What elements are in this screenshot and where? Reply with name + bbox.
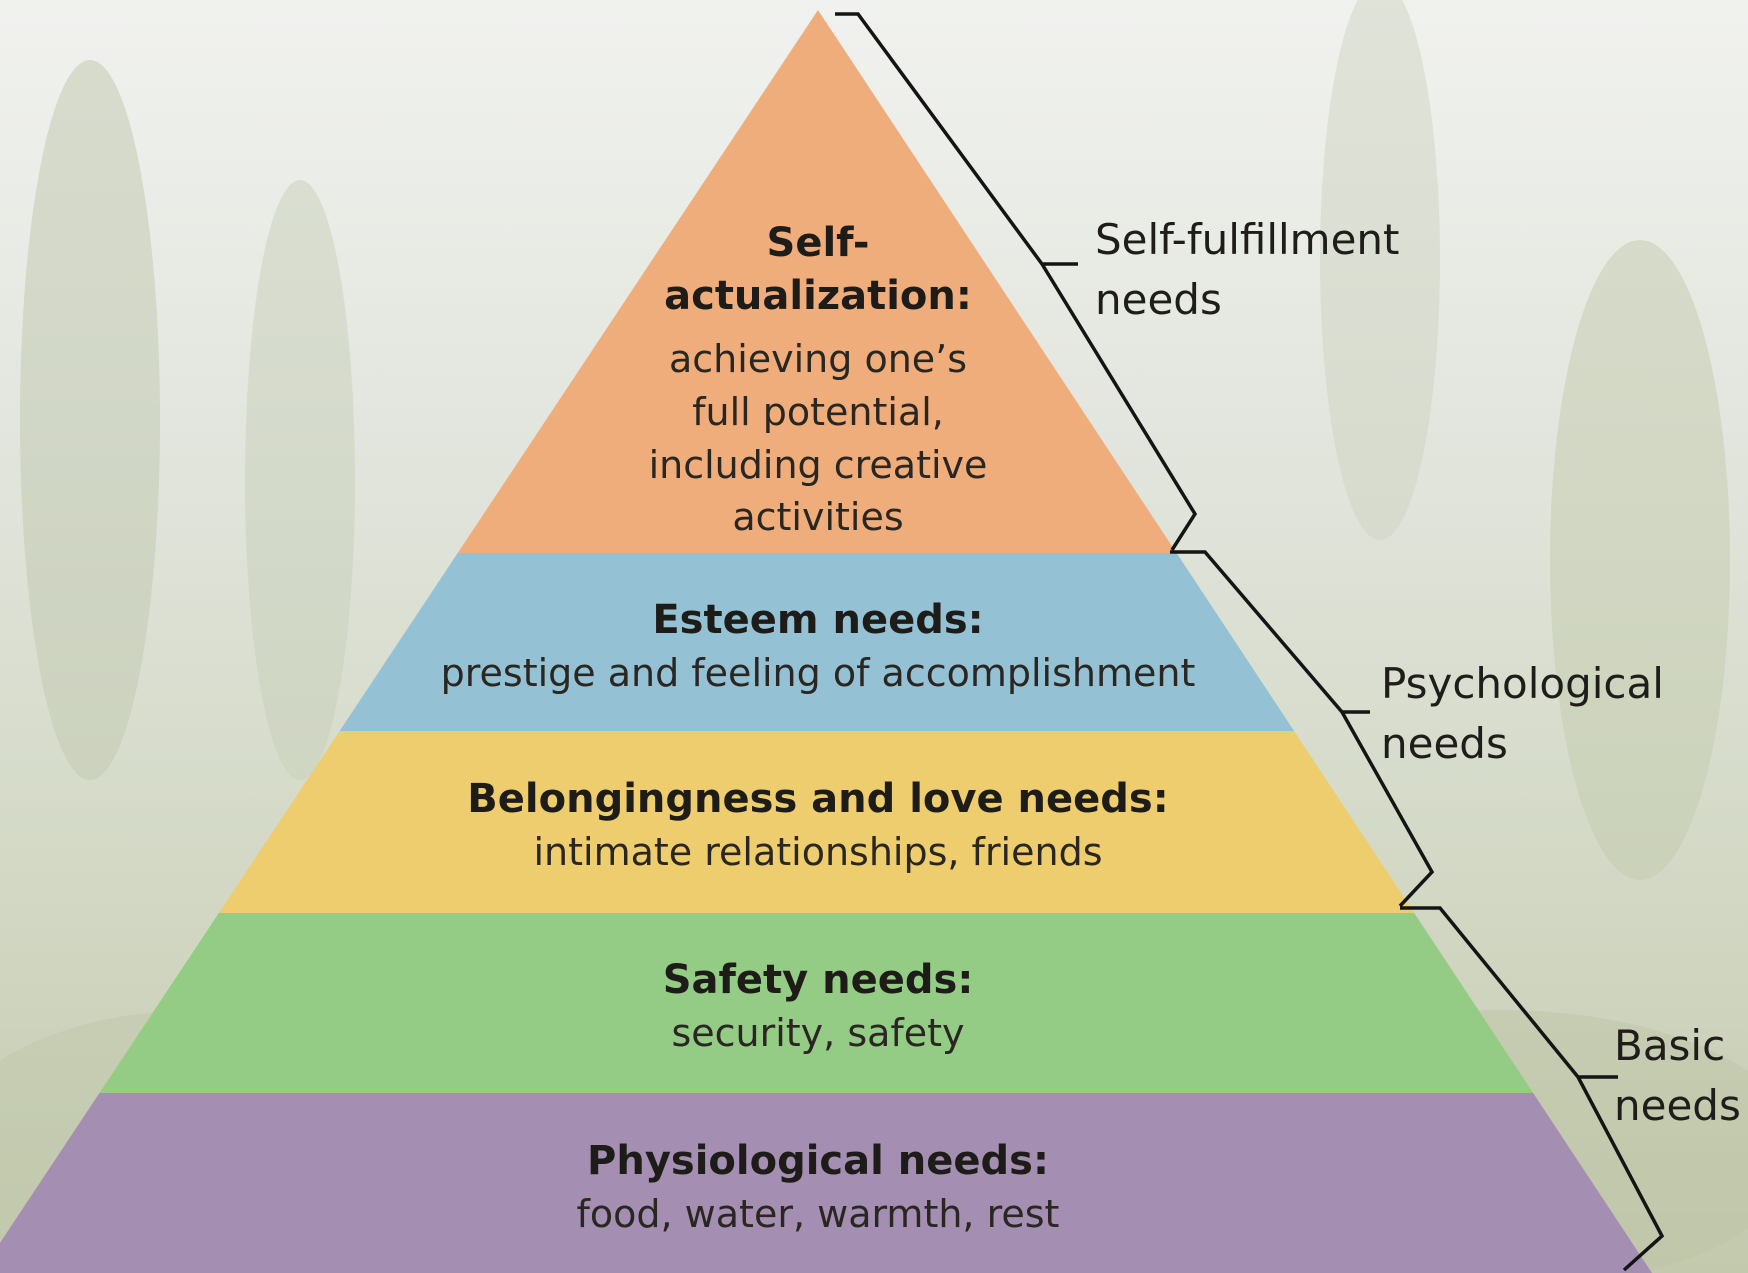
self-actualization-desc-line-3: including creative xyxy=(649,443,988,487)
tier-belongingness-text: Belongingness and love needs: intimate r… xyxy=(467,776,1168,874)
safety-description: security, safety xyxy=(671,1011,964,1055)
group-label-psychological: Psychological needs xyxy=(1381,659,1664,768)
self-actualization-desc-line-1: achieving one’s xyxy=(669,337,967,381)
self-actualization-title-line-2: actualization: xyxy=(664,273,972,319)
belongingness-title: Belongingness and love needs: xyxy=(467,776,1168,822)
belongingness-description: intimate relationships, friends xyxy=(533,830,1102,874)
bracket-basic xyxy=(1400,906,1665,1272)
basic-label-line-1: Basic xyxy=(1614,1021,1725,1070)
psychological-label-line-1: Psychological xyxy=(1381,659,1664,708)
tier-safety xyxy=(0,913,1652,1093)
basic-label-line-2: needs xyxy=(1614,1081,1741,1130)
tier-safety-text: Safety needs: security, safety xyxy=(663,957,974,1055)
esteem-title: Esteem needs: xyxy=(652,597,983,643)
group-label-basic: Basic needs xyxy=(1614,1021,1741,1130)
tier-self-actualization-text: Self- actualization: achieving one’s ful… xyxy=(649,220,988,539)
physiological-description: food, water, warmth, rest xyxy=(577,1192,1060,1236)
group-label-self-fulfillment: Self-fulfillment needs xyxy=(1095,215,1400,324)
safety-title: Safety needs: xyxy=(663,957,974,1003)
self-actualization-desc-line-2: full potential, xyxy=(692,390,944,434)
self-fulfillment-label-line-2: needs xyxy=(1095,275,1222,324)
group-brackets xyxy=(835,12,1665,1272)
tier-esteem-text: Esteem needs: prestige and feeling of ac… xyxy=(441,597,1196,695)
bracket-psychological xyxy=(1170,550,1435,908)
bracket-self-fulfillment xyxy=(835,12,1198,551)
self-fulfillment-label-line-1: Self-fulfillment xyxy=(1095,215,1400,264)
esteem-description: prestige and feeling of accomplishment xyxy=(441,651,1196,695)
physiological-title: Physiological needs: xyxy=(587,1138,1049,1184)
tier-physiological xyxy=(0,1093,1652,1273)
tier-physiological-text: Physiological needs: food, water, warmth… xyxy=(577,1138,1060,1236)
self-actualization-desc-line-4: activities xyxy=(732,495,903,539)
psychological-label-line-2: needs xyxy=(1381,719,1508,768)
self-actualization-title-line-1: Self- xyxy=(767,220,870,266)
